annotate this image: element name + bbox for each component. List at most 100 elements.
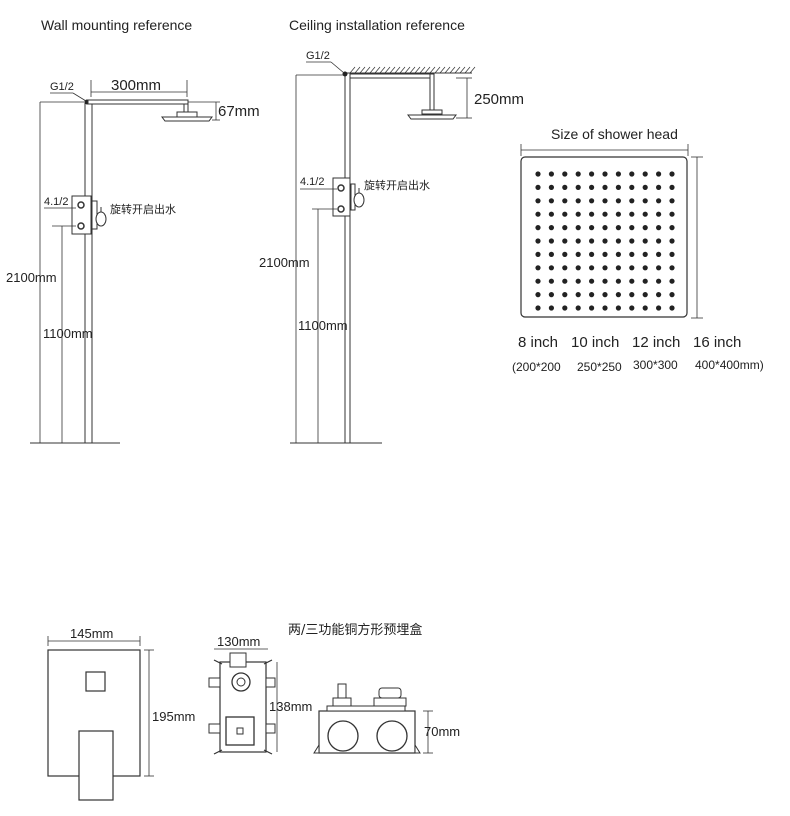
wall-valve-thread: 4.1/2 <box>44 196 68 208</box>
wall-total-height: 2100mm <box>6 270 57 285</box>
ceiling-drop-pipe <box>429 73 435 111</box>
head-nozzle <box>669 171 675 177</box>
box-title: 两/三功能铜方形预埋盒 <box>288 622 422 638</box>
head-nozzle <box>602 251 608 257</box>
head-nozzle <box>629 211 635 217</box>
head-res-12: 300*300 <box>633 358 678 372</box>
head-nozzle <box>535 184 541 190</box>
head-nozzle <box>562 292 568 298</box>
head-nozzle <box>575 305 581 311</box>
box-body-height: 138mm <box>269 699 312 714</box>
box-side-foot-right <box>414 743 421 754</box>
box-side-left-port <box>327 720 359 752</box>
head-nozzle <box>535 171 541 177</box>
head-square-plate <box>520 156 688 318</box>
wall-valve-note: 旋转开启出水 <box>110 202 176 216</box>
ceiling-thread-label: G1/2 <box>306 50 330 62</box>
box-side-stem-left <box>337 683 347 699</box>
head-nozzle <box>548 251 555 257</box>
head-nozzle <box>589 265 595 271</box>
head-nozzle <box>562 278 568 284</box>
head-nozzle <box>642 171 648 177</box>
wall-valve-handle <box>95 211 107 227</box>
ceiling-valve-bottom-port <box>337 205 345 213</box>
head-nozzle <box>562 238 568 244</box>
wall-valve-plate <box>91 200 98 230</box>
head-nozzle <box>669 211 675 217</box>
box-side-top-rail <box>326 705 406 712</box>
head-nozzle <box>548 198 555 204</box>
head-nozzle <box>669 278 675 284</box>
head-nozzle <box>589 305 595 311</box>
ceiling-title: Ceiling installation reference <box>289 17 465 33</box>
head-nozzle <box>562 211 568 217</box>
box-side-foot-left <box>313 743 320 754</box>
ceiling-shower-head-neck <box>421 109 443 115</box>
head-nozzle <box>602 171 608 177</box>
ceiling-thread-leader <box>330 61 345 74</box>
head-nozzle <box>615 278 622 284</box>
head-nozzle <box>548 265 555 271</box>
head-nozzle <box>589 225 595 231</box>
wall-valve-height: 1100mm <box>43 326 93 341</box>
box-side-view: 70mm <box>313 683 460 754</box>
head-nozzle <box>602 305 608 311</box>
ceiling-drop-length: 250mm <box>474 91 524 108</box>
head-nozzle <box>602 278 608 284</box>
head-nozzle <box>669 265 675 271</box>
head-nozzle <box>629 184 635 190</box>
head-nozzle <box>575 292 581 298</box>
ceiling-valve-thread: 4.1/2 <box>300 176 324 188</box>
head-res-8: (200*200 <box>512 360 561 374</box>
wall-shower-arm <box>87 99 189 105</box>
ceiling-hatch <box>349 66 476 74</box>
wall-arm-length: 300mm <box>111 77 161 94</box>
head-nozzle <box>535 278 541 284</box>
head-nozzle <box>548 225 555 231</box>
head-size-8: 8 inch <box>518 334 558 351</box>
box-body-bracket-bl <box>213 749 223 755</box>
head-nozzle <box>562 225 568 231</box>
head-nozzle <box>629 225 635 231</box>
head-nozzle <box>629 305 635 311</box>
box-side-right-port <box>376 720 408 752</box>
box-body-valve-core <box>236 727 244 735</box>
head-nozzle <box>535 225 541 231</box>
head-nozzle <box>562 171 568 177</box>
ceiling-valve-top-port <box>337 184 345 192</box>
head-nozzle <box>602 198 608 204</box>
head-nozzle <box>615 305 622 311</box>
head-nozzle <box>535 292 541 298</box>
head-nozzle <box>642 198 648 204</box>
head-nozzle <box>548 211 555 217</box>
head-nozzle <box>575 251 581 257</box>
head-res-16: 400*400mm) <box>695 358 764 372</box>
head-nozzle <box>615 292 622 298</box>
box-plate-height: 195mm <box>152 709 195 724</box>
head-nozzle <box>535 198 541 204</box>
head-nozzle <box>548 184 555 190</box>
head-nozzle <box>575 238 581 244</box>
head-nozzle <box>656 238 662 244</box>
wall-head-offset: 67mm <box>218 103 260 120</box>
ceiling-valve-box <box>332 177 351 217</box>
head-nozzle <box>535 305 541 311</box>
head-nozzle <box>535 251 541 257</box>
box-front-view: 130mm 138mm <box>208 634 312 755</box>
shower-head-size: Size of shower head 8 inch 10 inch 12 in… <box>512 126 764 374</box>
head-size-16: 16 inch <box>693 334 741 351</box>
ceiling-total-height: 2100mm <box>259 255 310 270</box>
ceiling-valve-handle <box>353 192 365 208</box>
head-nozzle <box>548 278 555 284</box>
head-nozzle <box>656 278 662 284</box>
head-nozzle <box>615 225 622 231</box>
head-nozzle <box>575 278 581 284</box>
box-body-left-upper-outlet <box>208 677 221 688</box>
head-nozzle <box>602 265 608 271</box>
head-nozzle <box>642 265 648 271</box>
box-body-upper-port-inner <box>236 677 246 687</box>
box-face-button <box>85 671 106 692</box>
head-nozzle <box>656 265 662 271</box>
head-nozzle <box>562 305 568 311</box>
head-nozzle <box>629 292 635 298</box>
